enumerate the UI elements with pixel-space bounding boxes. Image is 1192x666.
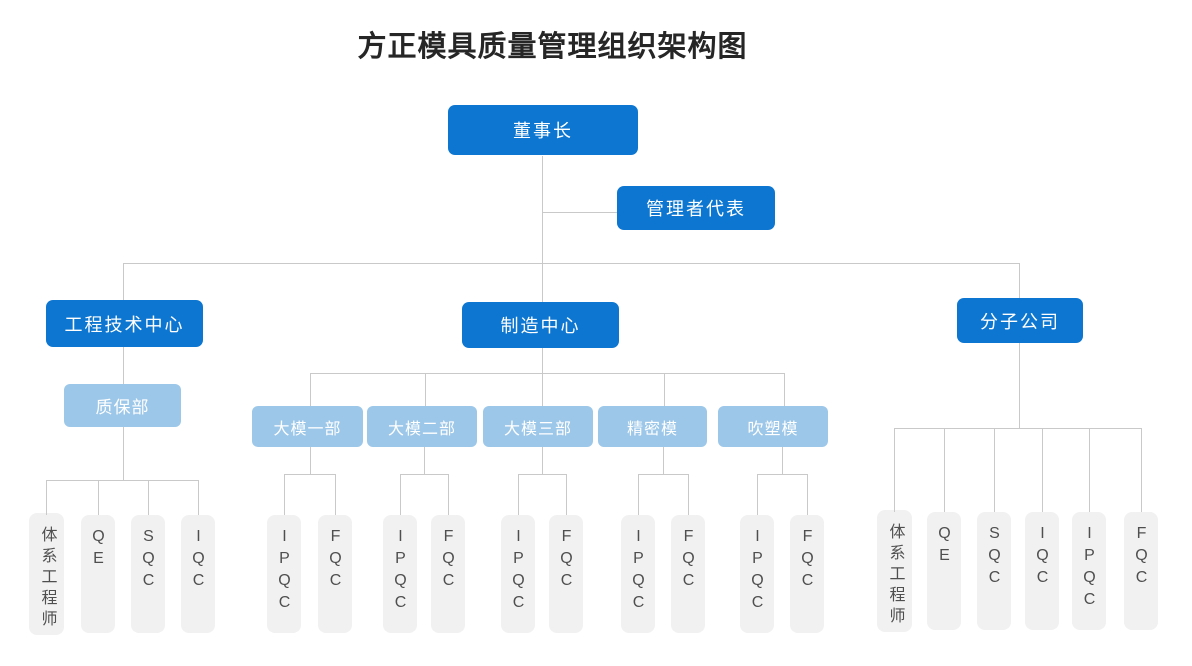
connector-line [663,447,664,474]
node-dept-1: 大模一部 [252,406,363,447]
connector-line [1019,263,1020,298]
connector-line [335,474,336,515]
connector-line [310,447,311,474]
node-d1-fqc: FQC [318,515,352,633]
node-d4-ipqc: IPQC [621,515,655,633]
connector-line [400,474,401,515]
node-dept-4: 精密模 [598,406,707,447]
node-eng-iqc: IQC [181,515,215,633]
connector-line [782,447,783,474]
node-d2-ipqc: IPQC [383,515,417,633]
connector-line [148,480,149,515]
node-d1-ipqc: IPQC [267,515,301,633]
connector-line [123,427,124,480]
connector-line [518,474,566,475]
connector-line [542,156,543,263]
connector-line [284,474,285,515]
connector-line [123,263,1020,264]
node-dept-3: 大模三部 [483,406,593,447]
node-sub-ipqc: IPQC [1072,512,1106,630]
org-chart-title: 方正模具质量管理组织架构图 [357,31,748,63]
node-dept-5: 吹塑模 [718,406,828,447]
connector-line [310,373,784,374]
connector-line [284,474,335,475]
connector-line [123,263,124,300]
connector-line [46,480,198,481]
connector-line [518,474,519,515]
connector-line [1141,428,1142,512]
connector-line [400,474,448,475]
node-chairman: 董事长 [448,105,638,155]
connector-line [542,263,543,302]
node-d5-fqc: FQC [790,515,824,633]
connector-line [757,474,807,475]
connector-line [688,474,689,515]
node-sub-qe: QE [927,512,961,630]
node-d3-ipqc: IPQC [501,515,535,633]
connector-line [46,480,47,515]
node-dept-2: 大模二部 [367,406,477,447]
connector-line [448,474,449,515]
connector-line [994,428,995,512]
connector-line [424,447,425,474]
connector-line [542,447,543,474]
connector-line [98,480,99,515]
node-engineering-center: 工程技术中心 [46,300,203,347]
node-subsidiary: 分子公司 [957,298,1083,343]
connector-line [894,428,895,512]
connector-line [944,428,945,512]
connector-line [638,474,688,475]
node-management-rep: 管理者代表 [617,186,775,230]
node-eng-system-engineer: 体系工程师 [29,513,64,635]
node-eng-qe: QE [81,515,115,633]
node-d3-fqc: FQC [549,515,583,633]
connector-line [757,474,758,515]
node-sub-iqc: IQC [1025,512,1059,630]
node-sub-system-engineer: 体系工程师 [877,510,912,632]
node-qa-dept: 质保部 [64,384,181,427]
connector-line [542,212,617,213]
connector-line [638,474,639,515]
connector-line [542,373,543,406]
connector-line [198,480,199,515]
node-sub-fqc: FQC [1124,512,1158,630]
node-d5-ipqc: IPQC [740,515,774,633]
connector-line [894,428,1141,429]
node-d2-fqc: FQC [431,515,465,633]
node-manufacturing-center: 制造中心 [462,302,619,348]
connector-line [1042,428,1043,512]
connector-line [542,348,543,373]
connector-line [310,373,311,406]
node-eng-sqc: SQC [131,515,165,633]
connector-line [664,373,665,406]
node-d4-fqc: FQC [671,515,705,633]
connector-line [807,474,808,515]
connector-line [1019,343,1020,428]
connector-line [425,373,426,406]
connector-line [784,373,785,406]
connector-line [123,347,124,384]
connector-line [566,474,567,515]
connector-line [1089,428,1090,512]
node-sub-sqc: SQC [977,512,1011,630]
